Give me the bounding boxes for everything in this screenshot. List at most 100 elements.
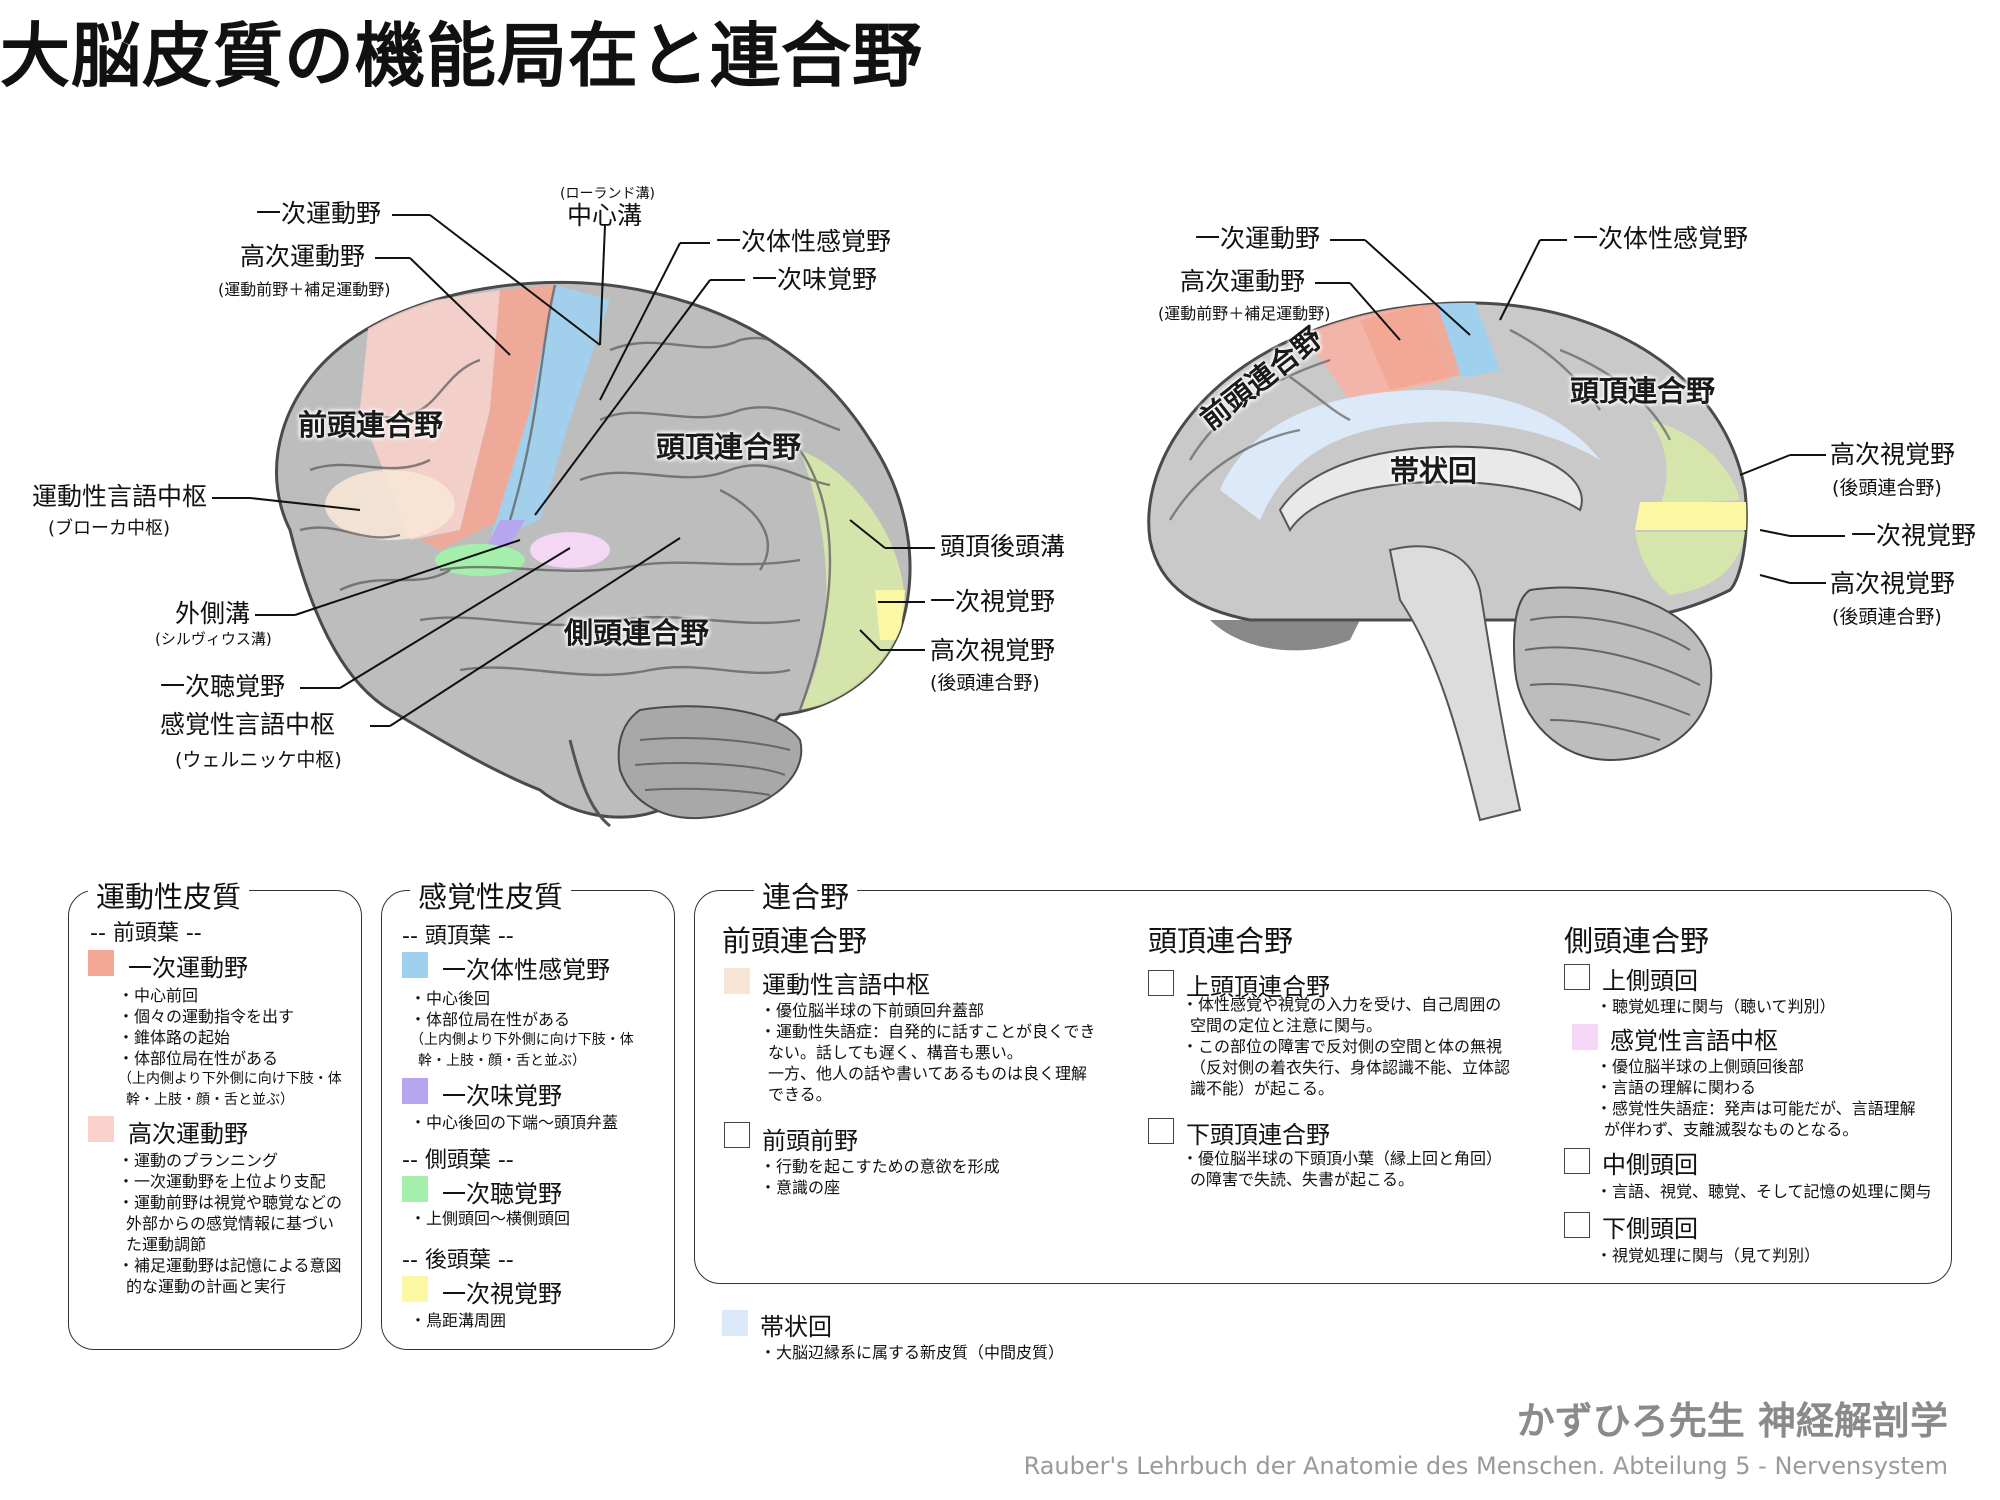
med-label-premotor-note: (運動前野＋補足運動野): [1158, 304, 1331, 323]
swatch-cingulate: [722, 1310, 748, 1336]
legend-middle-temporal-desc: ・言語、視覚、聴覚、そして記憶の処理に関与: [1596, 1182, 1932, 1201]
med-label-visual-assoc-upper-note: (後頭連合野): [1832, 477, 1942, 499]
legend-assoc-box: [694, 890, 1952, 1284]
legend-superior-temporal-desc: ・聴覚処理に関与（聴いて判別）: [1596, 997, 1836, 1016]
legend-cingulate-desc: ・大脳辺縁系に属する新皮質（中間皮質）: [760, 1343, 1065, 1362]
swatch-inferior-parietal: [1148, 1118, 1174, 1144]
legend-superior-temporal-name: 上側頭回: [1602, 967, 1698, 995]
lat-label-central-sulcus: 中心溝: [567, 201, 643, 230]
legend-auditory-name: 一次聴覚野: [442, 1180, 562, 1208]
swatch-visual: [402, 1276, 428, 1302]
legend-inferior-temporal-desc: ・視覚処理に関与（見て判別）: [1596, 1246, 1821, 1265]
med-label-visual-assoc-lower: 高次視覚野: [1830, 569, 1956, 598]
swatch-premotor: [88, 1116, 114, 1142]
legend-superior-parietal-name: 上頭頂連合野: [1186, 973, 1330, 1001]
brainstem: [1388, 545, 1522, 822]
med-label-primary-motor: 一次運動野: [1195, 224, 1321, 253]
region-taste-lateral: [485, 520, 525, 550]
lat-label-lateral-sulcus: 外側溝: [175, 599, 251, 628]
lat-label-wernicke: 感覚性言語中枢: [160, 710, 336, 739]
region-cingulate-medial: [1220, 390, 1600, 520]
swatch-primary-motor: [88, 950, 114, 976]
legend-inferior-parietal-name: 下頭頂連合野: [1186, 1121, 1330, 1149]
lat-label-premotor-note: (運動前野＋補足運動野): [218, 280, 391, 299]
legend-taste-name: 一次味覚野: [442, 1082, 562, 1110]
page-title: 大脳皮質の機能局在と連合野: [0, 15, 923, 97]
med-label-visual: 一次視覚野: [1851, 521, 1977, 550]
legend-somatosensory-name: 一次体性感覚野: [442, 956, 610, 984]
legend-broca-name: 運動性言語中枢: [762, 971, 930, 999]
region-primary-motor-lateral: [420, 285, 555, 550]
legend-motor-lobe: -- 前頭葉 --: [90, 921, 202, 946]
region-somatosensory-lateral: [490, 285, 610, 540]
lat-label-central-sulcus-note: (ローランド溝): [560, 186, 655, 202]
lat-label-visual-assoc-note: (後頭連合野): [930, 672, 1040, 694]
region-wernicke-lateral: [530, 532, 610, 568]
swatch-taste: [402, 1078, 428, 1104]
legend-sensory-lobe-parietal: -- 頭頂葉 --: [402, 924, 514, 949]
swatch-somatosensory: [402, 952, 428, 978]
med-label-visual-assoc-lower-note: (後頭連合野): [1832, 606, 1942, 628]
lat-label-lateral-sulcus-note: (シルヴィウス溝): [155, 630, 272, 648]
lat-label-broca-note: (ブローカ中枢): [48, 518, 171, 539]
legend-visual-name: 一次視覚野: [442, 1280, 562, 1308]
swatch-auditory: [402, 1176, 428, 1202]
legend-primary-motor-name: 一次運動野: [128, 954, 248, 982]
legend-inferior-temporal-name: 下側頭回: [1602, 1215, 1698, 1243]
legend-inferior-parietal-desc: ・優位脳半球の下頭頂小葉（縁上回と角回） の障害で失読、失書が起こる。: [1182, 1149, 1503, 1189]
lat-label-broca: 運動性言語中枢: [32, 482, 208, 511]
region-visual-assoc-medial-lower: [1635, 532, 1745, 595]
legend-prefrontal-desc: ・行動を起こすための意欲を形成 ・意識の座: [760, 1157, 1000, 1197]
lat-label-premotor: 高次運動野: [240, 242, 366, 271]
swatch-inferior-temporal: [1564, 1212, 1590, 1238]
legend-superior-parietal-desc: ・体性感覚や視覚の入力を受け、自己周囲の 空間の定位と注意に関与。 ・この部位の…: [1182, 995, 1511, 1098]
swatch-broca: [724, 968, 750, 994]
lat-label-temporal-assoc: 側頭連合野: [564, 616, 710, 650]
lat-label-primary-motor: 一次運動野: [256, 199, 382, 228]
legend-somatosensory-desc: ・中心後回 ・体部位局在性がある （上内側より下外側に向け下肢・体 幹・上肢・顔…: [410, 989, 634, 1069]
lateral-brain-illustration: [275, 280, 912, 828]
lat-label-somatosensory: 一次体性感覚野: [716, 227, 892, 256]
legend-sensory-title: 感覚性皮質: [410, 874, 572, 916]
legend-auditory-desc: ・上側頭回〜横側頭回: [410, 1209, 571, 1228]
legend-cingulate-name: 帯状回: [760, 1313, 832, 1341]
med-label-parietal-assoc: 頭頂連合野: [1570, 374, 1716, 408]
legend-wernicke-desc: ・優位脳半球の上側頭回後部 ・言語の理解に関わる ・感覚性失語症：発声は可能だが…: [1596, 1057, 1916, 1139]
region-visual-assoc-medial-upper: [1650, 420, 1740, 505]
lat-label-parietal-assoc: 頭頂連合野: [656, 430, 802, 464]
legend-sensory-lobe-occipital: -- 後頭葉 --: [402, 1248, 514, 1273]
legend-parietal-heading: 頭頂連合野: [1148, 924, 1294, 958]
corpus-callosum: [1278, 445, 1583, 532]
region-broca-lateral: [325, 470, 455, 540]
lat-label-auditory: 一次聴覚野: [160, 672, 286, 701]
medial-brain-illustration: [1147, 301, 1748, 822]
legend-premotor-name: 高次運動野: [128, 1120, 248, 1148]
legend-frontal-heading: 前頭連合野: [722, 924, 868, 958]
legend-sensory-lobe-temporal: -- 側頭葉 --: [402, 1148, 514, 1173]
footer-brand: かずひろ先生 神経解剖学: [1516, 1399, 1948, 1443]
legend-prefrontal-name: 前頭前野: [762, 1127, 858, 1155]
legend-temporal-heading: 側頭連合野: [1564, 924, 1710, 958]
cerebellum: [617, 705, 803, 820]
legend-visual-desc: ・鳥距溝周囲: [410, 1311, 507, 1330]
legend-primary-motor-desc: ・中心前回 ・個々の運動指令を出す ・錐体路の起始 ・体部位局在性がある （上内…: [118, 986, 342, 1108]
med-label-visual-assoc-upper: 高次視覚野: [1830, 440, 1956, 469]
footer-source: Rauber's Lehrbuch der Anatomie des Mensc…: [1023, 1452, 1948, 1480]
lat-label-visual-assoc: 高次視覚野: [930, 636, 1056, 665]
cerebellum-medial: [1512, 586, 1713, 762]
legend-middle-temporal-name: 中側頭回: [1602, 1151, 1698, 1179]
swatch-wernicke: [1572, 1024, 1598, 1050]
swatch-superior-temporal: [1564, 964, 1590, 990]
legend-taste-desc: ・中心後回の下端〜頭頂弁蓋: [410, 1113, 619, 1132]
legend-broca-desc: ・優位脳半球の下前頭回弁蓋部 ・運動性失語症：自発的に話すことが良くでき ない。…: [760, 1001, 1096, 1104]
swatch-superior-parietal: [1148, 970, 1174, 996]
swatch-prefrontal: [724, 1122, 750, 1148]
legend-premotor-desc: ・運動のプランニング ・一次運動野を上位より支配 ・運動前野は視覚や聴覚などの …: [118, 1151, 343, 1296]
region-visual-primary-medial: [1635, 502, 1747, 530]
lat-label-wernicke-note: (ウェルニッケ中枢): [175, 749, 342, 771]
lat-label-visual: 一次視覚野: [930, 587, 1056, 616]
legend-wernicke-name: 感覚性言語中枢: [1610, 1027, 1778, 1055]
legend-motor-title: 運動性皮質: [88, 874, 250, 916]
